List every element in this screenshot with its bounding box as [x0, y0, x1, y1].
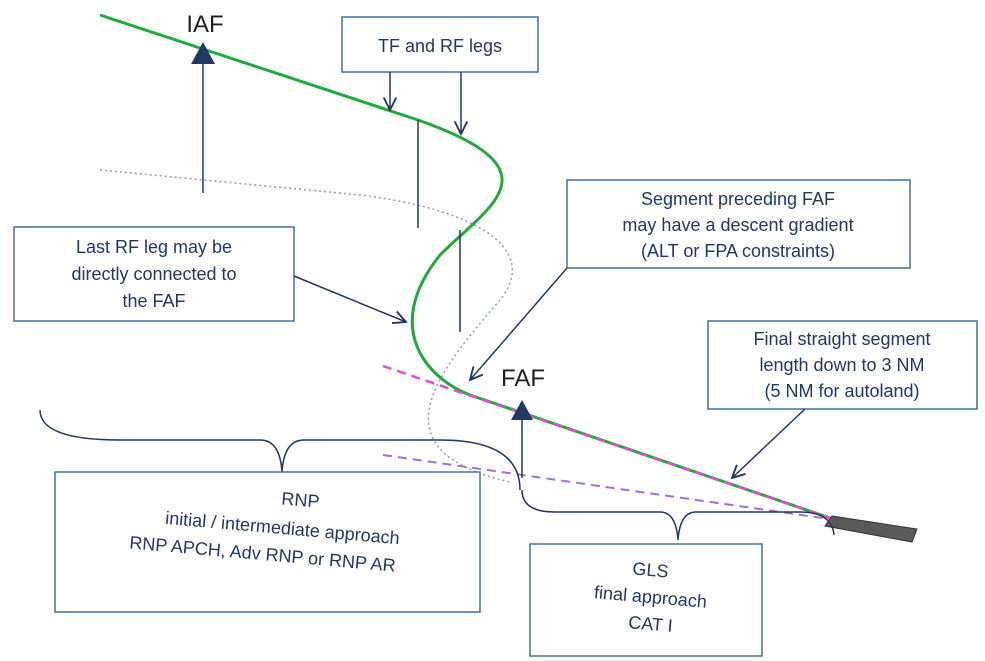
tf-rf-legs-box	[341, 16, 539, 73]
faf-triangle-icon	[511, 400, 533, 420]
gls-approach-line3: CAT I	[628, 612, 674, 636]
last-rf-leg-line2: directly connected to	[71, 264, 236, 284]
segment-preceding-faf-box	[566, 179, 911, 269]
magenta-final-line	[382, 364, 837, 522]
iaf-triangle-icon	[191, 42, 215, 64]
last-rf-leg-line1: Last RF leg may be	[76, 237, 232, 257]
segment-preceding-faf-arrow	[470, 267, 568, 380]
segment-preceding-faf-line1: Segment preceding FAF	[641, 189, 835, 209]
rnp-approach-box	[54, 471, 481, 613]
last-rf-leg-line3: the FAF	[122, 291, 185, 311]
gls-approach-box	[529, 543, 763, 657]
segment-preceding-faf-line2: may have a descent gradient	[622, 215, 853, 235]
tf-rf-legs-text: TF and RF legs	[378, 36, 502, 56]
dotted-path	[99, 169, 513, 483]
final-straight-segment-box	[707, 320, 978, 410]
purple-dashed-line	[382, 454, 837, 521]
segment-preceding-faf-line3: (ALT or FPA constraints)	[641, 241, 835, 261]
final-straight-segment-line1: Final straight segment	[753, 329, 930, 349]
final-straight-segment-line3: (5 NM for autoland)	[764, 381, 919, 401]
last-rf-leg-box	[13, 226, 295, 322]
rnp-approach-line1: RNP	[281, 488, 321, 511]
gls-approach-line1: GLS	[632, 558, 670, 581]
runway	[824, 515, 918, 543]
last-rf-leg-arrow	[293, 275, 406, 322]
final-straight-segment-line2: length down to 3 NM	[759, 355, 924, 375]
iaf-label: IAF	[186, 11, 223, 38]
gls-brace	[521, 489, 835, 541]
green-track	[99, 13, 837, 522]
final-straight-segment-arrow	[732, 408, 806, 478]
faf-label: FAF	[501, 365, 545, 392]
